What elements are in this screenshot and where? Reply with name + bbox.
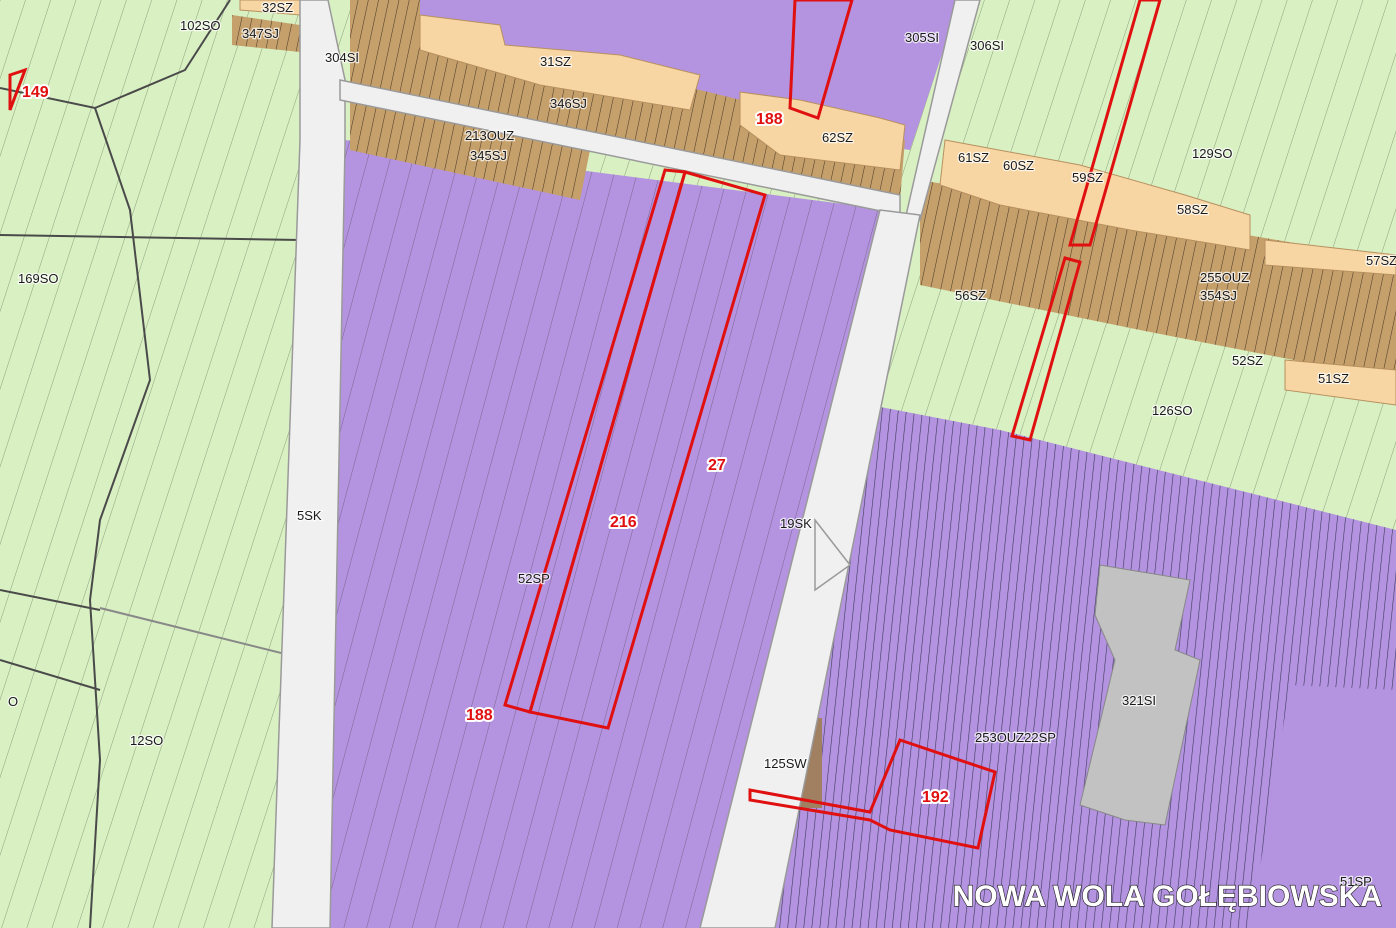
zone-label-12SO: 12SO xyxy=(130,733,163,748)
parcel-label-192: 192 xyxy=(922,789,949,806)
zone-label-56SZ: 56SZ xyxy=(955,288,986,303)
zone-label-52SP: 52SP xyxy=(518,571,550,586)
zone-label-61SZ: 61SZ xyxy=(958,150,989,165)
service-zone-right-hatch xyxy=(715,405,1396,928)
zone-label-169SO: 169SO xyxy=(18,271,58,286)
roads xyxy=(271,0,981,928)
zone-label-5SK: 5SK xyxy=(297,508,322,523)
parcel-192-outline xyxy=(748,738,997,850)
brown-strip-left-hatch xyxy=(232,15,300,52)
parcel-strip-lower xyxy=(1010,256,1082,442)
building-321SI xyxy=(1079,564,1201,826)
zone-label-321SI: 321SI xyxy=(1122,693,1156,708)
zone-label-126SO: 126SO xyxy=(1152,403,1192,418)
zone-label-253OUZ22SP: 253OUZ22SP xyxy=(975,730,1056,745)
zone-label-62SZ: 62SZ xyxy=(822,130,853,145)
zone-label-60SZ: 60SZ xyxy=(1003,158,1034,173)
parcel-label-216: 216 xyxy=(610,514,637,531)
zone-label-57SZ: 57SZ xyxy=(1366,253,1396,268)
service-zone-bottom-right xyxy=(1250,685,1396,928)
parcel-label-188-bottom: 188 xyxy=(466,707,493,724)
zone-label-347SJ: 347SJ xyxy=(242,26,279,41)
parcel-188-top-outline xyxy=(788,0,854,120)
zone-label-346SJ: 346SJ xyxy=(550,96,587,111)
zone-label-31SZ: 31SZ xyxy=(540,54,571,69)
zone-label-19SK: 19SK xyxy=(780,516,812,531)
residential-blocks xyxy=(239,0,1396,406)
zone-label-213OUZ: 213OUZ xyxy=(465,128,514,143)
zone-label-59SZ: 59SZ xyxy=(1072,170,1103,185)
parcel-labels: 149 188 27 216 188 192 xyxy=(20,82,951,808)
zone-label-304SI: 304SI xyxy=(325,50,359,65)
zone-label-58SZ: 58SZ xyxy=(1177,202,1208,217)
parcel-149-outline xyxy=(8,67,28,111)
brown-strip-right-hatch xyxy=(920,180,1396,380)
zone-label-255OUZ: 255OUZ xyxy=(1200,270,1249,285)
parcel-59SZ-strip xyxy=(1068,0,1162,247)
left-field-boundaries xyxy=(0,0,301,928)
zone-label-O: O xyxy=(8,694,18,709)
zone-label-354SJ: 354SJ xyxy=(1200,288,1237,303)
zone-label-125SW: 125SW xyxy=(764,756,807,771)
parcel-label-27: 27 xyxy=(708,457,726,474)
zone-label-32SZ: 32SZ xyxy=(262,0,293,15)
zone-label-345SJ: 345SJ xyxy=(470,148,507,163)
zone-label-305SI: 305SI xyxy=(905,30,939,45)
parcel-27-outline xyxy=(528,170,767,730)
zone-label-306SI: 306SI xyxy=(970,38,1004,53)
zone-label-129SO: 129SO xyxy=(1192,146,1232,161)
place-name-label: NOWA WOLA GOŁĘBIOWSKA xyxy=(953,880,1382,913)
zone-label-51SZ: 51SZ xyxy=(1318,371,1349,386)
zone-label-102SO: 102SO xyxy=(180,18,220,33)
selected-parcels xyxy=(8,0,1162,850)
zone-label-52SZ: 52SZ xyxy=(1232,353,1263,368)
parcel-label-149: 149 xyxy=(22,84,49,101)
zone-label-51SP: 51SP xyxy=(1340,874,1372,889)
parcel-label-188-top: 188 xyxy=(756,111,783,128)
zone-labels: 102SO 32SZ 347SJ 304SI 31SZ 346SJ 213OUZ… xyxy=(7,0,1396,890)
